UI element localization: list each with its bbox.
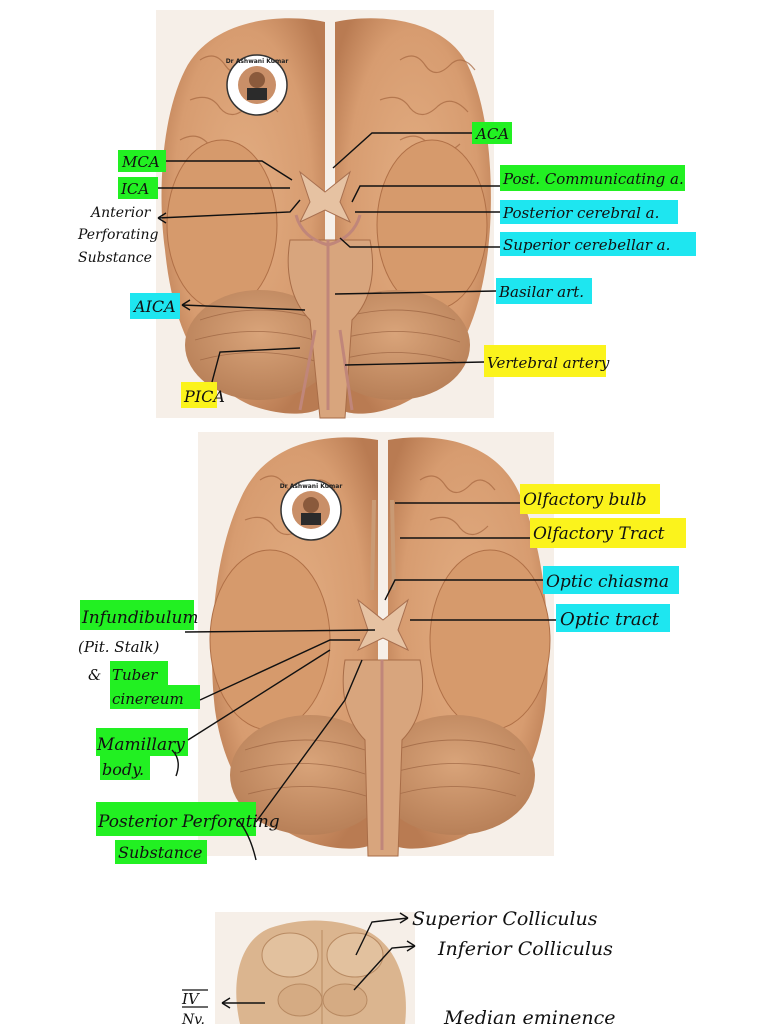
label-anterior-perforating-line1: Anterior bbox=[89, 205, 152, 221]
left-cerebellum bbox=[185, 290, 335, 400]
olfactory-bulb-highlight bbox=[520, 484, 660, 514]
label-fourth-nerve: IV bbox=[181, 990, 201, 1008]
right-temporal-lobe bbox=[376, 139, 488, 311]
label-and: & bbox=[88, 666, 101, 684]
label-basilar: Basilar art. bbox=[498, 283, 584, 301]
label-aca: ACA bbox=[474, 125, 509, 143]
label-olfactory-bulb: Olfactory bulb bbox=[523, 490, 647, 510]
figure-2-ventral-surface: Dr Ashwani Kumar Olfactory bulb Ol bbox=[78, 432, 686, 864]
dr-ashwani-kumar-logo: Dr Ashwani Kumar bbox=[226, 54, 289, 116]
arterial-circle bbox=[294, 214, 362, 411]
right-cerebellum-2 bbox=[375, 715, 535, 835]
label-anterior-perforating-line3: Substance bbox=[78, 250, 152, 266]
mca-highlight bbox=[118, 150, 166, 172]
left-cerebellum-2 bbox=[230, 715, 390, 835]
figure-1-leader-lines bbox=[157, 132, 500, 383]
posterior-perforating-highlight bbox=[96, 802, 256, 836]
figure-3-midbrain: Superior Colliculus Inferior Colliculus … bbox=[181, 908, 615, 1024]
label-infundibulum: Infundibulum bbox=[81, 608, 199, 628]
label-posterior-cerebral: Posterior cerebral a. bbox=[502, 204, 659, 222]
body-highlight bbox=[100, 756, 150, 780]
pica-highlight bbox=[181, 382, 217, 408]
olfactory-tract-highlight bbox=[530, 518, 686, 548]
right-cerebellum bbox=[320, 290, 470, 400]
cinereum-highlight bbox=[110, 685, 200, 709]
left-temporal-lobe-2 bbox=[209, 549, 331, 731]
label-superior-colliculus: Superior Colliculus bbox=[412, 908, 598, 930]
basilar-highlight bbox=[496, 278, 592, 304]
label-pica: PICA bbox=[183, 387, 225, 406]
label-ica: ICA bbox=[120, 180, 149, 198]
vertebral-highlight bbox=[484, 345, 606, 377]
label-posterior-perforating: Posterior Perforating bbox=[97, 812, 280, 832]
label-tuber: Tuber bbox=[112, 666, 158, 684]
label-body: body. bbox=[102, 760, 144, 779]
left-temporal-lobe bbox=[166, 139, 278, 311]
infundibulum-highlight bbox=[80, 600, 194, 630]
label-mca: MCA bbox=[121, 153, 160, 171]
label-cinereum: cinereum bbox=[112, 690, 184, 708]
label-post-communicating: Post. Communicating a. bbox=[502, 170, 684, 188]
label-substance: Substance bbox=[118, 843, 202, 862]
brainstem bbox=[287, 239, 374, 419]
superior-cerebellar-highlight bbox=[500, 232, 696, 256]
tuber-highlight bbox=[110, 661, 168, 685]
logo-name-text-2: Dr Ashwani Kumar bbox=[280, 483, 343, 490]
optic-tract-highlight bbox=[556, 604, 670, 632]
substance-highlight bbox=[115, 840, 207, 864]
optic-chiasma-highlight bbox=[543, 566, 679, 594]
label-olfactory-tract: Olfactory Tract bbox=[533, 524, 665, 544]
label-pit-stalk: (Pit. Stalk) bbox=[78, 638, 159, 656]
optic-chiasm bbox=[298, 170, 352, 224]
label-nv: Nv. bbox=[181, 1012, 205, 1024]
aica-highlight bbox=[130, 293, 180, 319]
label-inferior-colliculus: Inferior Colliculus bbox=[437, 938, 613, 960]
label-optic-tract: Optic tract bbox=[560, 609, 660, 630]
label-optic-chiasma: Optic chiasma bbox=[546, 572, 669, 592]
label-superior-cerebellar: Superior cerebellar a. bbox=[503, 236, 670, 254]
label-vertebral: Vertebral artery bbox=[487, 354, 610, 372]
post-communicating-highlight bbox=[500, 165, 685, 191]
posterior-cerebral-highlight bbox=[500, 200, 678, 224]
dr-ashwani-kumar-logo-2: Dr Ashwani Kumar bbox=[280, 479, 343, 541]
logo-name-text: Dr Ashwani Kumar bbox=[226, 58, 289, 65]
label-aica: AICA bbox=[132, 297, 176, 316]
figure-3-leader-lines bbox=[222, 917, 416, 1004]
label-anterior-perforating-line2: Perforating bbox=[77, 227, 159, 243]
label-median-eminence: Median eminence bbox=[443, 1007, 615, 1024]
right-temporal-lobe-2 bbox=[429, 549, 551, 731]
figure-2-leader-lines bbox=[171, 502, 556, 861]
aca-highlight bbox=[472, 122, 512, 144]
optic-chiasm-2 bbox=[356, 598, 410, 652]
ica-highlight bbox=[118, 177, 158, 199]
figure-1-arteries: Dr Ashwani Kumar MCA I bbox=[77, 10, 696, 419]
label-mamillary: Mamillary bbox=[96, 735, 185, 755]
